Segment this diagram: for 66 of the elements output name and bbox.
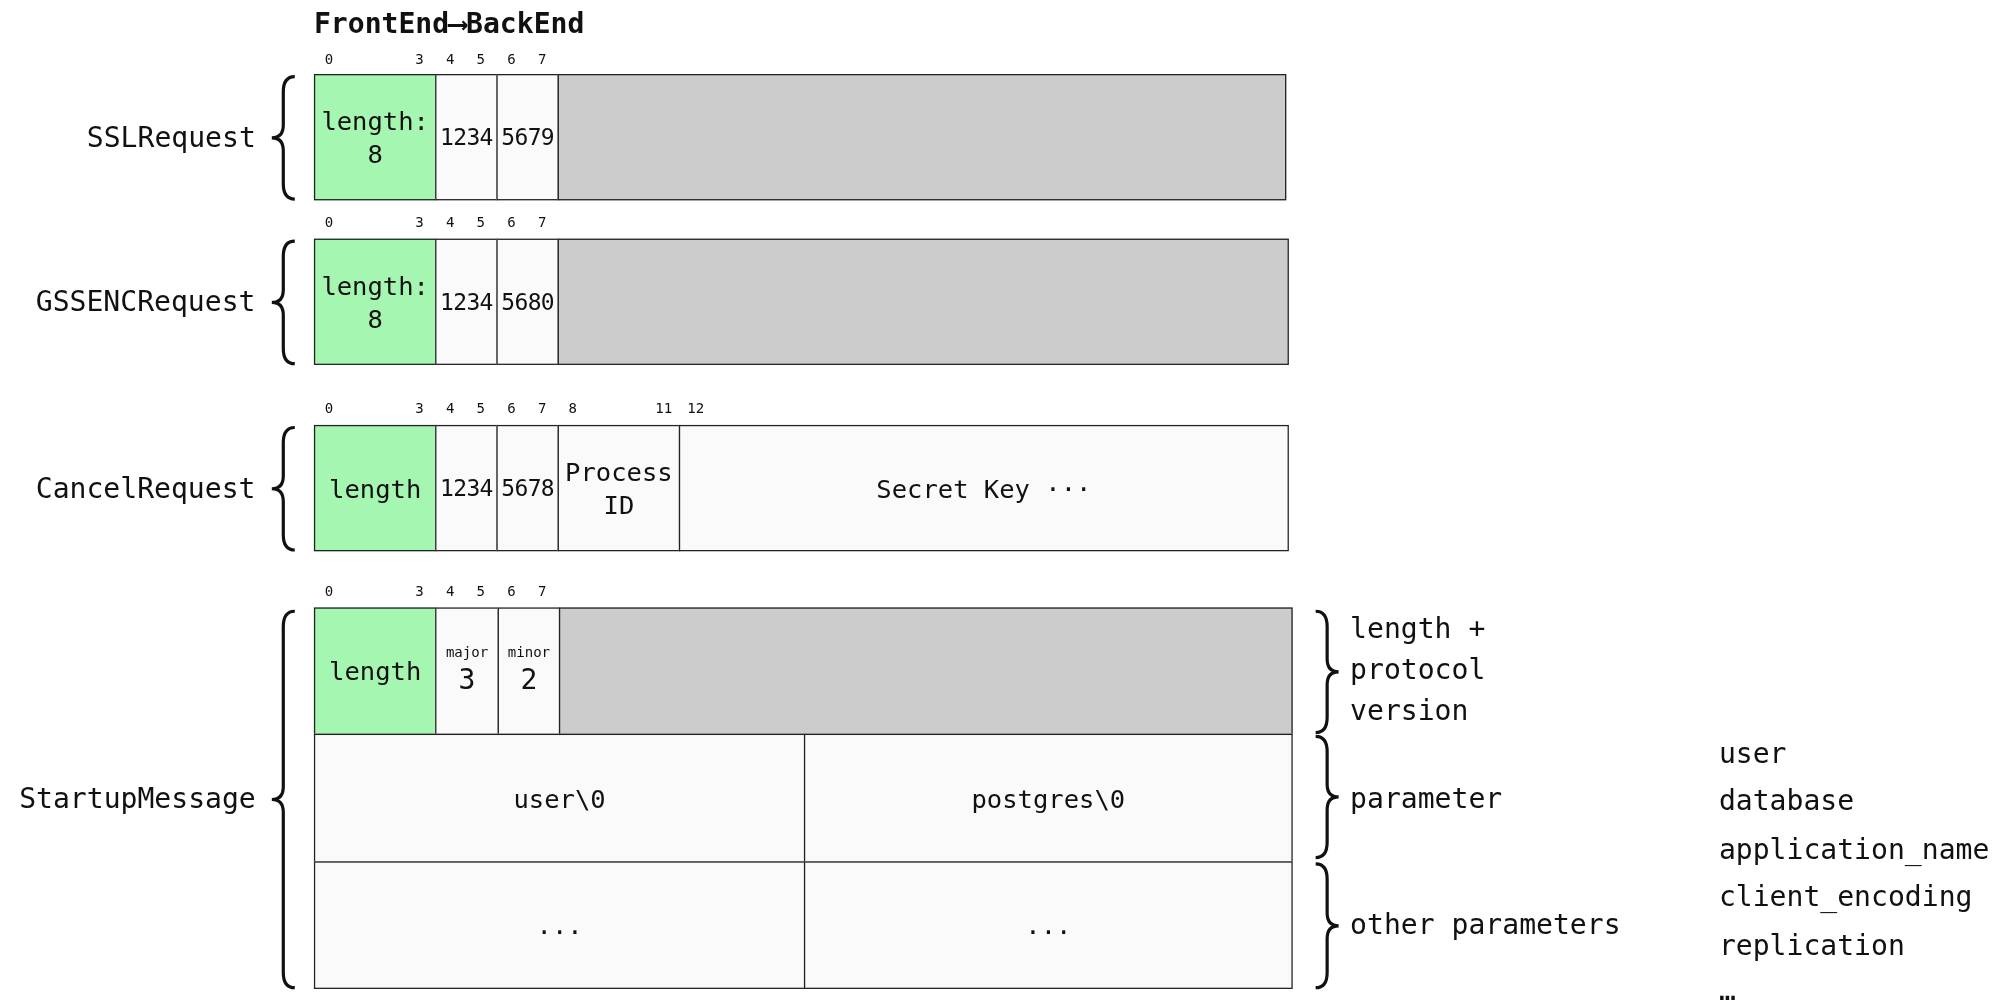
parameter-name: database — [1718, 784, 1855, 817]
length-field: length: 8 — [313, 238, 437, 365]
byte-offset: 0 — [324, 582, 334, 600]
field-value: 2 — [520, 662, 538, 698]
length-field: length — [313, 424, 437, 552]
padding-block — [558, 607, 1293, 736]
byte-offset: 6 — [507, 400, 516, 417]
byte-offset: 6 — [507, 213, 516, 231]
byte-field: ... — [803, 861, 1293, 989]
byte-offset: 5 — [476, 213, 486, 231]
byte-offset: 4 — [446, 50, 455, 67]
byte-offset: 7 — [537, 582, 547, 600]
byte-offset: 3 — [415, 400, 424, 417]
byte-offset: 5 — [476, 400, 486, 417]
section-label: length + protocol version — [1350, 611, 1487, 729]
byte-offset: 3 — [415, 213, 424, 231]
padding-block — [557, 74, 1287, 201]
byte-offset: 4 — [446, 213, 455, 231]
byte-field — [497, 607, 561, 736]
byte-offset: 11 — [655, 400, 673, 417]
field-value: 3 — [458, 662, 476, 698]
byte-offset: 8 — [568, 400, 577, 417]
length-field: length — [313, 607, 437, 736]
field-caption: major — [445, 643, 489, 663]
byte-field: user\0 — [313, 733, 806, 863]
byte-offset: 7 — [537, 213, 547, 231]
diagram-title: FrontEnd⟶BackEnd — [313, 7, 585, 40]
parameter-name: replication — [1718, 928, 1905, 961]
byte-offset: 5 — [476, 50, 486, 67]
byte-field: Secret Key ··· — [678, 424, 1289, 552]
byte-offset: 3 — [415, 582, 424, 600]
parameter-name: client_encoding — [1718, 879, 1973, 912]
message-name: StartupMessage — [19, 781, 256, 814]
byte-field: postgres\0 — [803, 733, 1293, 863]
byte-field: 5680 — [496, 238, 559, 365]
byte-offset: 0 — [324, 213, 334, 231]
field-caption: minor — [507, 643, 551, 663]
byte-offset: 4 — [446, 400, 455, 417]
byte-field: 1234 — [435, 74, 498, 201]
byte-offset: 6 — [507, 50, 516, 67]
section-label: other parameters — [1350, 907, 1621, 940]
parameter-name: user — [1718, 736, 1787, 769]
byte-offset: 0 — [324, 400, 334, 417]
byte-field: 5679 — [496, 74, 559, 201]
length-field: length: 8 — [313, 74, 437, 201]
byte-offset: 12 — [687, 400, 705, 417]
message-name: SSLRequest — [86, 120, 256, 153]
byte-field — [435, 607, 499, 736]
byte-field: 5678 — [496, 424, 559, 552]
byte-field: 1234 — [435, 238, 498, 365]
byte-field: 1234 — [435, 424, 498, 552]
parameter-name: application_name — [1718, 832, 1990, 865]
message-name: GSSENCRequest — [35, 285, 256, 318]
byte-field: ... — [313, 861, 806, 989]
byte-field: Process ID — [557, 424, 681, 552]
byte-offset: 7 — [537, 400, 547, 417]
byte-offset: 5 — [476, 582, 486, 600]
message-name: CancelRequest — [35, 471, 256, 504]
byte-offset: 0 — [324, 50, 334, 67]
byte-offset: 3 — [415, 50, 424, 67]
byte-offset: 4 — [446, 582, 455, 600]
byte-offset: 6 — [507, 582, 516, 600]
byte-offset: 7 — [537, 50, 547, 67]
parameter-name: … — [1718, 974, 1736, 1004]
section-label: parameter — [1350, 781, 1503, 814]
padding-block — [557, 238, 1289, 365]
